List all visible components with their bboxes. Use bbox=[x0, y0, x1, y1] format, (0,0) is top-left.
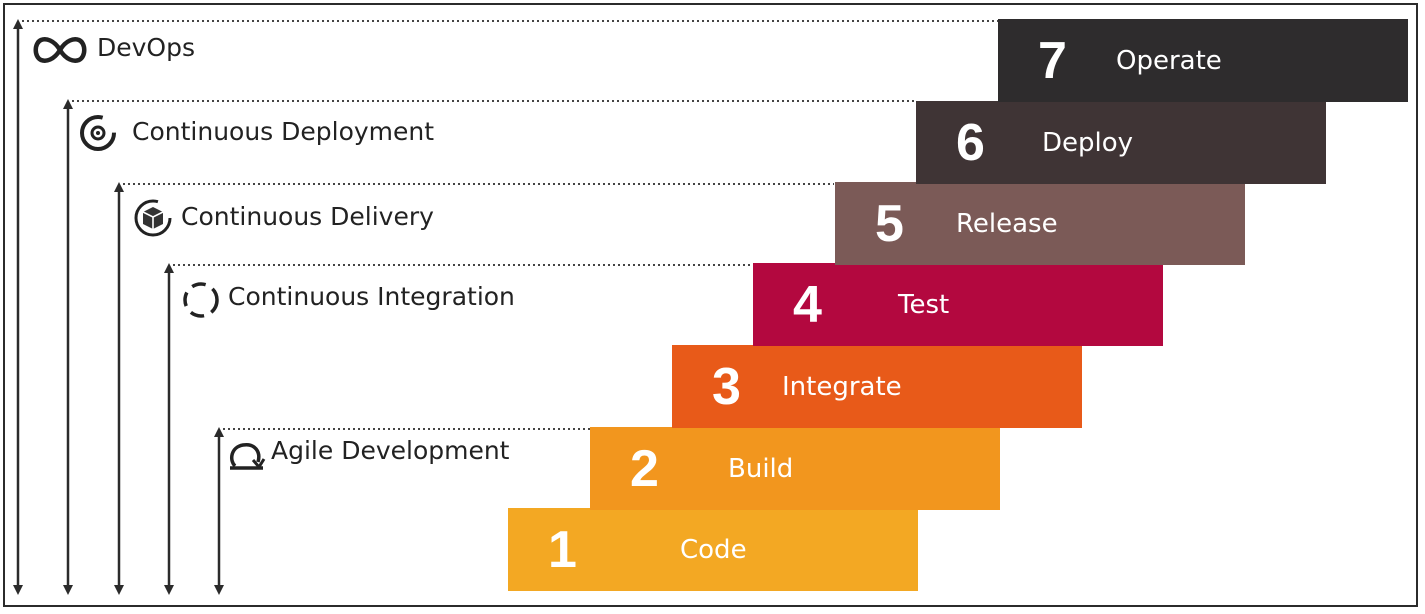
step-label: Release bbox=[956, 208, 1058, 239]
step-build: 2 Build bbox=[590, 427, 1000, 510]
step-label: Integrate bbox=[782, 371, 902, 402]
step-number: 2 bbox=[630, 439, 659, 498]
connector-devops bbox=[13, 19, 998, 595]
level-label-agile-development: Agile Development bbox=[271, 436, 510, 465]
step-release: 5 Release bbox=[835, 182, 1245, 265]
step-code: 1 Code bbox=[508, 508, 918, 591]
step-label: Code bbox=[680, 534, 747, 565]
loop-arrow-icon bbox=[229, 442, 266, 470]
step-label: Build bbox=[728, 453, 794, 484]
step-number: 6 bbox=[956, 113, 985, 172]
connector-continuous-delivery bbox=[114, 182, 834, 595]
step-operate: 7 Operate bbox=[998, 19, 1408, 102]
diagram-frame bbox=[3, 3, 1418, 607]
step-integrate: 3 Integrate bbox=[672, 345, 1082, 428]
package-cycle-icon bbox=[134, 199, 172, 237]
level-label-continuous-deployment: Continuous Deployment bbox=[132, 117, 435, 146]
step-deploy: 6 Deploy bbox=[916, 101, 1326, 184]
step-label: Test bbox=[898, 289, 950, 320]
connector-continuous-integration bbox=[164, 263, 752, 595]
infinity-icon bbox=[33, 37, 87, 63]
step-test: 4 Test bbox=[753, 263, 1163, 346]
level-label-continuous-delivery: Continuous Delivery bbox=[181, 202, 434, 231]
gear-circle-icon bbox=[80, 115, 116, 151]
step-number: 1 bbox=[548, 520, 577, 579]
step-label: Deploy bbox=[1042, 127, 1134, 158]
connector-agile-development bbox=[214, 427, 590, 595]
step-number: 3 bbox=[712, 357, 741, 416]
level-label-devops: DevOps bbox=[97, 33, 195, 62]
step-number: 4 bbox=[793, 275, 822, 334]
connector-continuous-deployment bbox=[63, 99, 916, 595]
dashed-cycle-icon bbox=[183, 282, 219, 318]
level-label-continuous-integration: Continuous Integration bbox=[228, 282, 515, 311]
step-number: 5 bbox=[875, 194, 904, 253]
step-number: 7 bbox=[1038, 31, 1067, 90]
step-label: Operate bbox=[1116, 45, 1222, 76]
